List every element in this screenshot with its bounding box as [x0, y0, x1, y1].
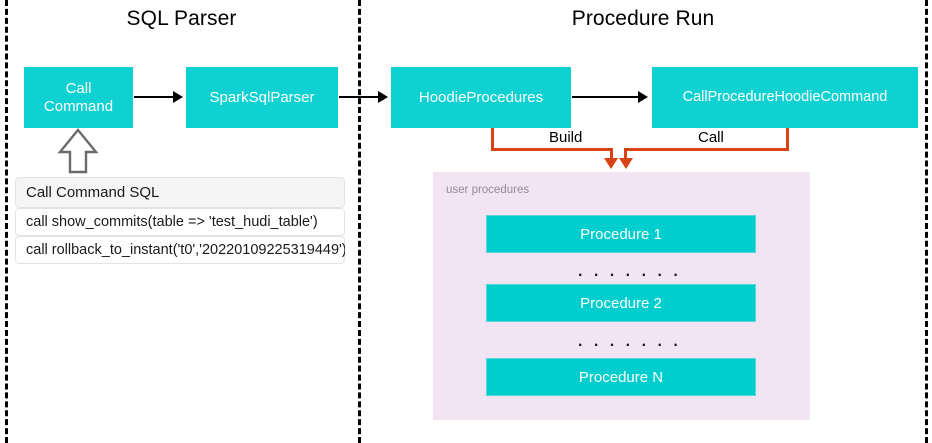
upward-hollow-arrow-icon: [56, 128, 100, 174]
edge-label-call: Call: [694, 129, 728, 146]
arrow-hoodie-to-callprocedure-head: [638, 91, 648, 103]
build-connector-horizontal: [491, 148, 613, 151]
divider-middle: [358, 0, 361, 443]
call-command-sql-card-header: Call Command SQL: [15, 177, 345, 208]
ellipsis-1: . . . . . . .: [578, 263, 682, 280]
section-title-procedure-run: Procedure Run: [571, 7, 715, 30]
procedure-box-1[interactable]: Procedure 1: [486, 215, 756, 253]
node-spark-sql-parser[interactable]: SparkSqlParser: [186, 67, 338, 128]
build-connector-vertical-left: [491, 128, 494, 151]
node-call-procedure-hoodie-command[interactable]: CallProcedureHoodieCommand: [652, 67, 918, 128]
edge-label-build: Build: [545, 129, 587, 146]
ellipsis-2: . . . . . . .: [578, 333, 682, 350]
arrow-spark-to-hoodie-line: [339, 96, 379, 98]
build-connector-vertical-right: [610, 148, 613, 160]
procedure-box-2-label: Procedure 2: [580, 294, 662, 312]
call-connector-vertical-left: [624, 148, 627, 160]
node-call-procedure-hoodie-command-label: CallProcedureHoodieCommand: [682, 89, 888, 106]
call-connector-horizontal: [624, 148, 789, 151]
node-hoodie-procedures[interactable]: HoodieProcedures: [391, 67, 571, 128]
arrow-call-command-to-spark-line: [134, 96, 174, 98]
call-connector-vertical-right: [786, 128, 789, 151]
procedure-box-1-label: Procedure 1: [580, 225, 662, 243]
build-connector-arrowhead: [604, 158, 618, 169]
arrow-hoodie-to-callprocedure-line: [572, 96, 639, 98]
section-title-sql-parser: SQL Parser: [126, 7, 237, 30]
node-call-command[interactable]: Call Command: [24, 67, 133, 128]
arrow-spark-to-hoodie-head: [378, 91, 388, 103]
call-command-sql-row-1: call show_commits(table => 'test_hudi_ta…: [15, 208, 345, 236]
node-hoodie-procedures-label: HoodieProcedures: [418, 88, 544, 106]
call-connector-arrowhead: [619, 158, 633, 169]
procedure-box-2[interactable]: Procedure 2: [486, 284, 756, 322]
node-call-command-line2: Command: [43, 97, 114, 115]
user-procedures-panel-label: user procedures: [446, 184, 530, 196]
divider-left: [5, 0, 8, 443]
procedure-box-n-label: Procedure N: [578, 368, 664, 386]
divider-right: [925, 0, 928, 443]
node-spark-sql-parser-label: SparkSqlParser: [209, 88, 315, 106]
call-command-sql-card: Call Command SQL call show_commits(table…: [15, 177, 345, 264]
node-call-command-line1: Call: [65, 80, 92, 98]
arrow-call-command-to-spark-head: [173, 91, 183, 103]
call-command-sql-row-2: call rollback_to_instant('t0','202201092…: [15, 236, 345, 264]
procedure-box-n[interactable]: Procedure N: [486, 358, 756, 396]
